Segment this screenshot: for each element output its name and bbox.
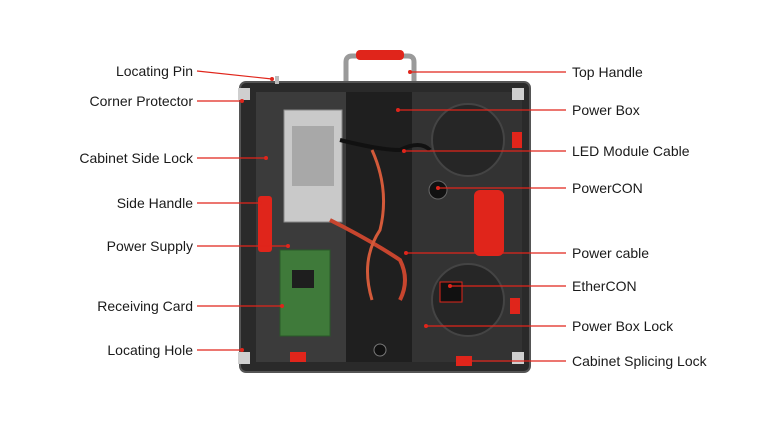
left-leader-0 [196,70,273,80]
right-label-4: Power cable [572,245,650,261]
center-panel [346,92,412,362]
right-label-7: Cabinet Splicing Lock [572,353,707,369]
left-label-6: Locating Hole [107,342,193,358]
power-supply-grille [292,126,334,186]
left-label-1: Corner Protector [89,93,193,109]
top-handle-grip [356,50,404,60]
receiving-card-board [279,249,331,337]
right-label-5: EtherCON [572,278,637,294]
right-leader-dot-4 [404,251,408,255]
left-leader-dot-4 [286,244,290,248]
left-label-4: Power Supply [106,238,193,254]
locating-hole [373,343,387,357]
cable-bundle-2 [339,138,432,153]
cable-bundle-3 [366,149,386,301]
right-label-0: Top Handle [572,64,643,80]
receiving-card-chip [292,270,314,288]
corner-protector-bl [238,352,250,364]
right-leader-dot-2 [402,149,406,153]
corner-protector-br [512,352,524,364]
left-leader-dot-1 [240,99,244,103]
left-leader-dot-5 [280,304,284,308]
right-leader-dot-5 [448,284,452,288]
right-label-3: PowerCON [572,180,643,196]
leader-lines [196,70,566,363]
texture-top [431,103,505,177]
right-leader-dot-0 [408,70,412,74]
left-label-3: Side Handle [116,195,193,211]
right-corner-lock [512,132,522,148]
bottom-lock-left [290,352,306,362]
left-leader-dot-3 [258,201,262,205]
right-label-2: LED Module Cable [572,143,690,159]
right-label-1: Power Box [572,102,640,118]
right-leader-dot-3 [436,186,440,190]
right-label-6: Power Box Lock [572,318,674,334]
locating-pin [275,76,279,84]
right-leader-dot-1 [396,108,400,112]
right-leader-dot-6 [424,324,428,328]
left-label-5: Receiving Card [97,298,193,314]
corner-protector-tl [238,88,250,100]
left-leader-dot-0 [270,77,274,81]
left-leader-dot-2 [264,156,268,160]
left-label-2: Cabinet Side Lock [79,150,193,166]
left-side-handle [258,196,272,252]
top-handle [343,53,417,84]
bottom-right-lock [510,298,520,314]
cable-bundle-1 [329,218,407,301]
right-leader-dot-7 [462,359,466,363]
corner-protector-tr [512,88,524,100]
left-leader-dot-6 [240,348,244,352]
ethercon-connector [439,281,463,303]
right-side-handle [474,190,504,256]
left-label-0: Locating Pin [115,63,193,79]
